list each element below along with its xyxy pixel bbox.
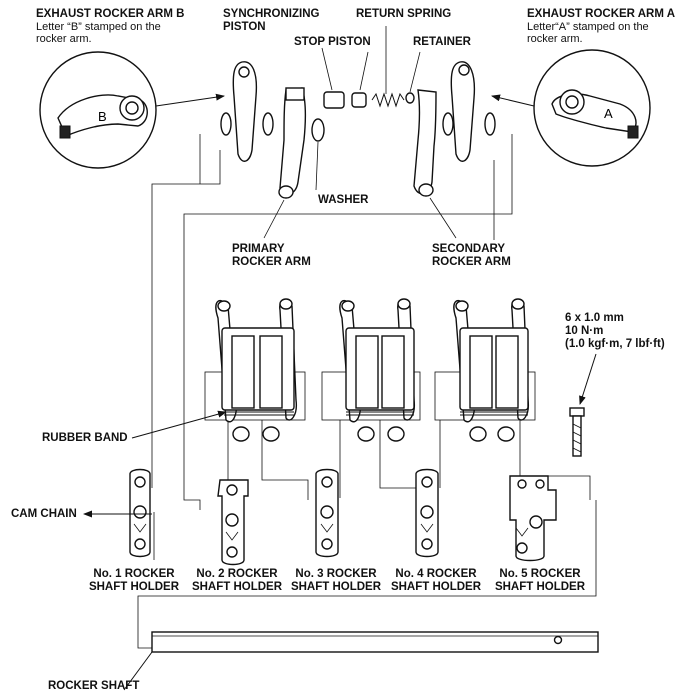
label-return-spring: RETURN SPRING [356,8,452,20]
label-rubber-band: RUBBER BAND [42,432,128,444]
label-retainer: RETAINER [413,36,471,48]
exploded-rocker-arm-parts [220,61,496,199]
rocker-shaft-holder-1 [129,468,151,558]
mounting-bolt [569,353,597,457]
label-secondary-rocker-arm: SECONDARY ROCKER ARM [432,243,511,268]
rocker-arm-set-3 [453,298,530,442]
label-exhaust-rocker-arm-b: EXHAUST ROCKER ARM B Letter “B” stamped … [36,8,185,45]
detail-circle-arm-b: B [39,51,157,169]
label-exhaust-rocker-arm-a: EXHAUST ROCKER ARM A Letter“A” stamped o… [527,8,676,45]
rocker-shaft-holder-2 [217,479,249,566]
label-washer: WASHER [318,194,369,206]
rocker-arm-set-1 [215,298,298,442]
label-bolt-spec: 6 x 1.0 mm 10 N·m (1.0 kgf·m, 7 lbf·ft) [565,312,665,350]
label-stop-piston: STOP PISTON [294,36,371,48]
rocker-arm-set-2 [339,298,416,442]
rocker-shaft-holder-4 [415,468,439,558]
label-rocker-shaft: ROCKER SHAFT [48,680,140,692]
detail-circle-arm-a: A [533,49,651,167]
stamp-letter-a: A [604,106,613,121]
label-cam-chain: CAM CHAIN [11,508,77,520]
label-primary-rocker-arm: PRIMARY ROCKER ARM [232,243,311,268]
rocker-shaft-holder-3 [315,468,339,558]
rocker-shaft [123,631,599,691]
rocker-shaft-holder-5 [509,475,557,562]
stamp-letter-b: B [98,109,107,124]
label-synchronizing-piston: SYNCHRONIZING PISTON [223,8,320,33]
